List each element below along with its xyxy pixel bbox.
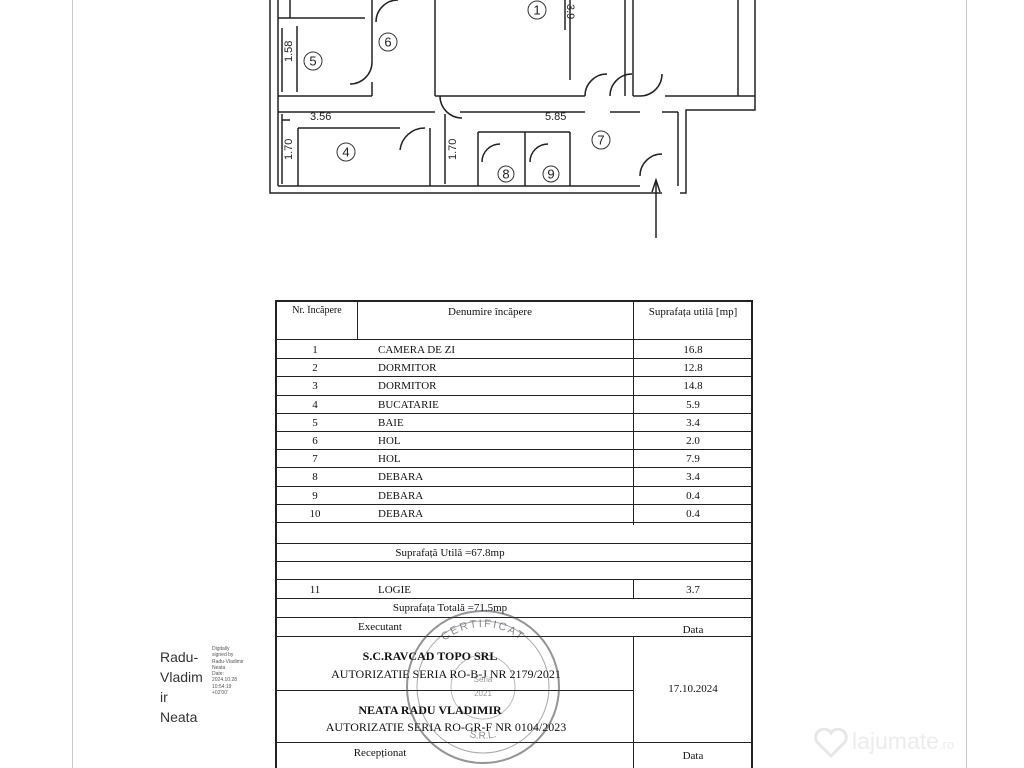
row-number: 3	[312, 380, 318, 393]
reception-label: Recepționat	[353, 747, 407, 759]
row-area: 3.4	[686, 416, 700, 429]
room-number-1: 1	[533, 3, 540, 18]
stamp-center-line-2: 2021	[474, 689, 492, 698]
row-number: 9	[312, 489, 318, 502]
signature-digital-details: Digitally signed by Radu-Vladimir Neata …	[212, 646, 244, 697]
room-number-4: 4	[342, 145, 349, 160]
dimension-room1-height: 3.9	[564, 4, 576, 19]
row-divider	[275, 503, 752, 505]
watermark-brand: lajumate	[852, 728, 939, 754]
person-authorization: AUTORIZATIE SERIA RO-GR-F NR 0104/2023	[325, 720, 567, 734]
row-name: BAIE	[378, 416, 404, 429]
row-number: 8	[312, 471, 318, 484]
dimension-hall-width: 5.85	[545, 111, 566, 123]
site-watermark: lajumate.ro	[812, 724, 1022, 760]
row-divider	[275, 358, 752, 360]
dimension-kitchen-width: 3.56	[310, 111, 331, 123]
useful-area-total: Suprafață Utilă =67.8mp	[395, 547, 505, 559]
room-marker-8	[497, 165, 515, 183]
row-name: HOL	[378, 435, 401, 447]
floor-plan: 1 4 5 6 7 8 9 3.9 1.58 3.56 5.85 1.70 1.…	[269, 0, 756, 238]
room-number-7: 7	[597, 133, 604, 148]
company-authorization: AUTORIZATIE SERIA RO-B-J NR 2179/2021	[331, 667, 561, 681]
row-number: 1	[312, 344, 318, 356]
signature-name: Radu- Vladim ir Neata	[160, 649, 203, 725]
row-area: 12.8	[683, 362, 703, 375]
svg-text:S.R.L.: S.R.L.	[469, 729, 498, 742]
watermark-tld: .ro	[938, 737, 955, 752]
dimension-room5-height: 1.58	[283, 41, 295, 62]
row-name: DORMITOR	[378, 380, 437, 393]
room-marker-1	[527, 0, 547, 20]
row-number: 10	[309, 507, 321, 520]
row-number: 2	[312, 362, 318, 375]
row-name: BUCATARIE	[378, 398, 439, 411]
row-name: DEBARA	[378, 489, 424, 502]
row-name: DEBARA	[378, 471, 424, 484]
room-marker-6	[378, 32, 398, 52]
company-name: S.C.RAVCAD TOPO SRL	[362, 649, 498, 663]
reception-date-label: Data	[682, 750, 704, 762]
dimension-hall-height: 1.70	[447, 139, 459, 160]
row-number: 7	[312, 453, 318, 466]
outer-wall-right	[680, 0, 756, 194]
row-divider	[275, 485, 752, 487]
logia-name: LOGIE	[378, 584, 411, 596]
row-area: 5.9	[686, 398, 700, 411]
executor-date-label: Data	[682, 624, 704, 636]
room-marker-9	[542, 165, 560, 183]
logia-area: 3.7	[686, 584, 700, 596]
executor-label: Executant	[358, 621, 402, 633]
header-room-name: Denumire încăpere	[448, 306, 532, 318]
row-divider	[275, 376, 752, 378]
row-name: DORMITOR	[378, 362, 437, 375]
row-number: 6	[312, 435, 318, 447]
row-area: 7.9	[686, 453, 700, 466]
page-margin-line-left	[72, 0, 73, 768]
room-marker-4	[336, 142, 356, 162]
heart-icon	[814, 728, 848, 758]
outer-wall	[269, 0, 662, 194]
row-divider	[275, 522, 752, 523]
row-area: 16.8	[683, 344, 703, 356]
row-divider	[275, 431, 752, 432]
row-name: CAMERA DE ZI	[378, 344, 455, 356]
row-area: 3.4	[686, 471, 700, 484]
row-area: 14.8	[683, 380, 703, 393]
person-name: NEATA RADU VLADIMIR	[358, 703, 502, 717]
stamp-bottom-text: S.R.L.	[469, 729, 498, 742]
room-number-6: 6	[384, 35, 391, 50]
row-divider	[275, 449, 752, 451]
room-marker-5	[303, 51, 323, 71]
row-divider	[275, 412, 752, 414]
svg-text:CERTIFICAT: CERTIFICAT	[439, 618, 527, 644]
row-divider	[275, 467, 752, 469]
row-number: 4	[312, 398, 318, 411]
row-area: 0.4	[686, 489, 700, 502]
row-name: DEBARA	[378, 507, 424, 520]
row-area: 0.4	[686, 507, 700, 520]
logia-number: 11	[309, 584, 321, 596]
room-marker-7	[591, 130, 611, 150]
header-room-area: Suprafața utilă [mp]	[648, 306, 738, 318]
room-number-5: 5	[309, 54, 316, 69]
row-name: HOL	[378, 453, 401, 466]
row-area: 2.0	[686, 435, 700, 447]
company-stamp: CERTIFICAT Seria 2021 S.R.L.	[406, 610, 560, 764]
header-room-number: Nr. Încăpere	[292, 305, 342, 316]
row-divider	[275, 394, 752, 396]
stamp-top-text: CERTIFICAT	[439, 618, 525, 644]
dimension-kitchen-height: 1.70	[283, 139, 295, 160]
room-number-9: 9	[547, 167, 554, 182]
execution-date: 17.10.2024	[668, 683, 718, 695]
row-number: 5	[312, 416, 318, 429]
stamp-center-line-1: Seria	[474, 675, 493, 684]
page-margin-line-right	[966, 0, 967, 768]
room-number-8: 8	[502, 167, 509, 182]
